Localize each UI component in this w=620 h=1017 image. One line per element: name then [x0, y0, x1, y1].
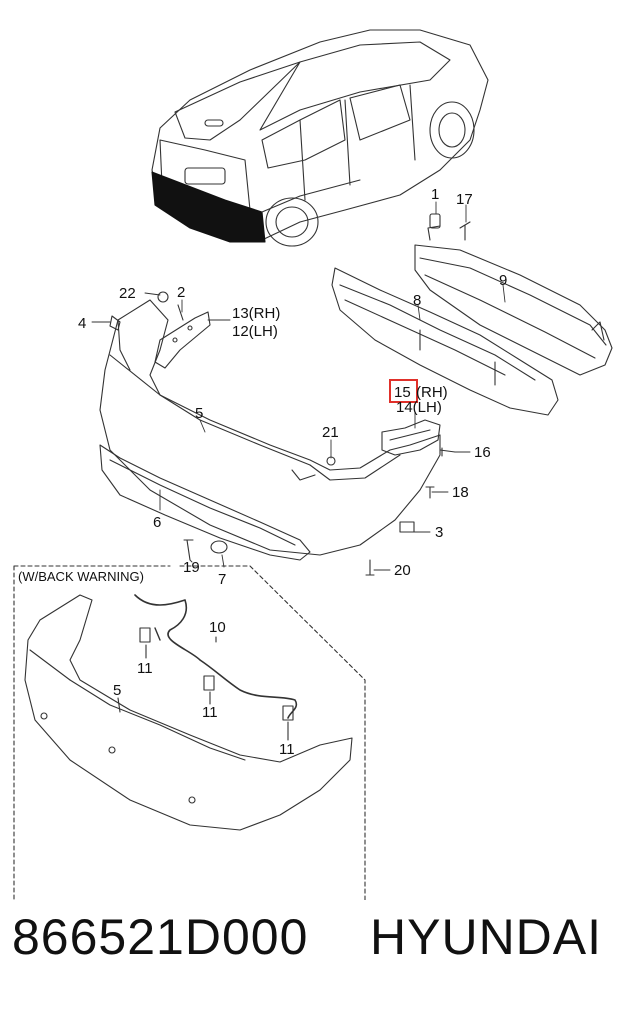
- fasteners: [109, 213, 471, 576]
- callout-13-rh: 13(RH): [232, 305, 280, 322]
- side-bracket-left: [154, 311, 211, 369]
- callout-3: 3: [435, 524, 443, 541]
- vehicle-illustration: [151, 29, 489, 247]
- inset-callout-5: 5: [113, 682, 121, 699]
- exploded-parts-diagram: 1 17 9 8 22 2 4 13(RH) 12(LH) 15 (RH) 14…: [13, 29, 613, 900]
- inset-back-warning: [13, 565, 366, 900]
- callout-1: 1: [431, 186, 439, 203]
- callout-labels: 1 17 9 8 22 2 4 13(RH) 12(LH) 15 (RH) 14…: [18, 186, 507, 758]
- callout-22: 22: [119, 285, 136, 302]
- callout-19: 19: [183, 559, 200, 576]
- callout-15: 15: [394, 384, 411, 401]
- energy-absorber: [331, 267, 559, 416]
- callout-17: 17: [456, 191, 473, 208]
- inset-title: (W/BACK WARNING): [18, 569, 144, 584]
- callout-4: 4: [78, 315, 86, 332]
- callout-20: 20: [394, 562, 411, 579]
- inset-callout-11a: 11: [137, 660, 153, 677]
- callout-18: 18: [452, 484, 469, 501]
- callout-9: 9: [499, 272, 507, 289]
- callout-2: 2: [177, 284, 185, 301]
- callout-5: 5: [195, 405, 203, 422]
- callout-16: 16: [474, 444, 491, 461]
- side-bracket-right: [381, 419, 441, 456]
- part-number: 866521D000: [12, 909, 309, 965]
- lower-valance: [99, 444, 311, 561]
- brand-name: HYUNDAI: [370, 909, 603, 965]
- callout-15-suffix: (RH): [416, 384, 448, 401]
- callout-7: 7: [218, 571, 226, 588]
- inset-callout-10: 10: [209, 619, 226, 636]
- callout-8: 8: [413, 292, 421, 309]
- inset-callout-11c: 11: [279, 741, 295, 758]
- callout-21: 21: [322, 424, 339, 441]
- leader-lines: [91, 201, 506, 571]
- inset-callout-11b: 11: [202, 704, 218, 721]
- callout-14-lh: 14(LH): [396, 399, 442, 416]
- bumper-cover: [99, 299, 441, 556]
- rear-bumper-beam: [414, 225, 613, 376]
- callout-12-lh: 12(LH): [232, 323, 278, 340]
- highlight-box: [389, 379, 418, 403]
- callout-6: 6: [153, 514, 161, 531]
